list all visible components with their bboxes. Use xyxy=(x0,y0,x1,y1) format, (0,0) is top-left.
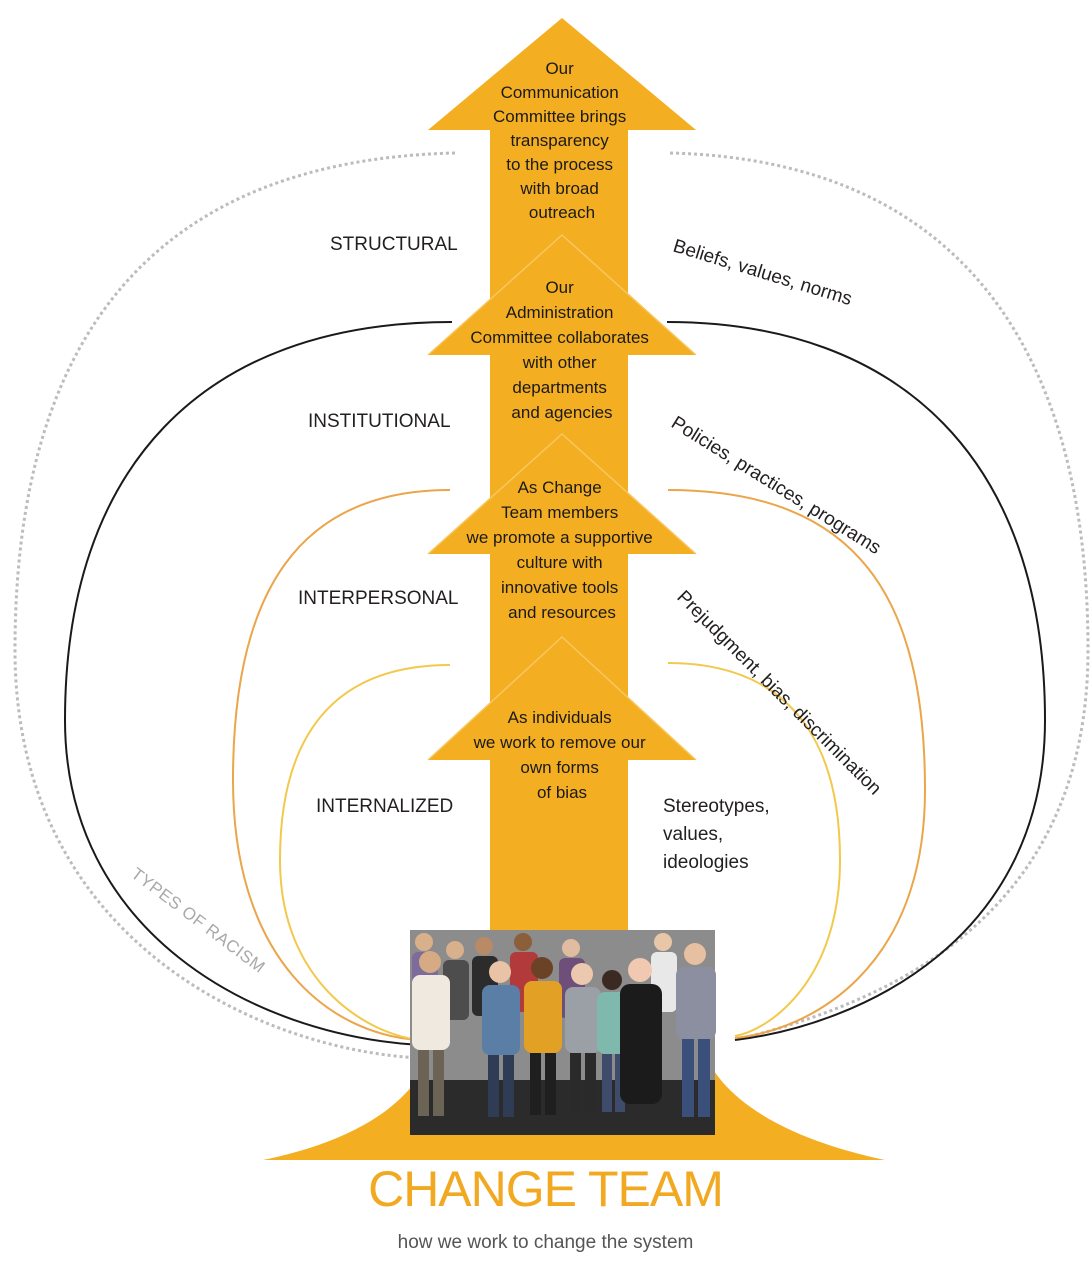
arrow-line: to the process xyxy=(506,155,613,174)
arrowhead-institutional xyxy=(428,235,696,440)
level-label-institutional: INSTITUTIONAL xyxy=(308,411,451,432)
arrow-line: own forms xyxy=(520,758,598,777)
arrow-line: As individuals xyxy=(508,708,612,727)
arrow-line: culture with xyxy=(517,553,603,572)
arrow-line: of bias xyxy=(537,783,587,802)
arrow-text-interpersonal: As Change Team members we promote a supp… xyxy=(466,478,658,622)
internalized-arc-right xyxy=(667,662,842,1037)
level-label-structural: STRUCTURAL xyxy=(330,234,458,255)
arrowhead-interpersonal xyxy=(428,434,696,640)
arrow-line: we promote a supportive xyxy=(466,528,653,547)
types-of-racism-label: TYPES OF RACISM xyxy=(128,864,269,977)
interpersonal-arc xyxy=(231,489,451,1041)
arrow-line: innovative tools xyxy=(501,578,618,597)
arrow-line: with broad xyxy=(519,179,598,198)
arrow-line: Our xyxy=(545,278,574,297)
description-interpersonal: Prejudgment, bias, discrimination xyxy=(672,587,885,800)
arrow-line: transparency xyxy=(510,131,609,150)
description-line: Stereotypes, xyxy=(663,796,770,817)
arrow-line: Committee collaborates xyxy=(470,328,649,347)
arrowhead-outline-institutional xyxy=(427,233,697,356)
arrow-line: Communication xyxy=(501,83,619,102)
arrow-line: Team members xyxy=(501,503,618,522)
diagram-subtitle: how we work to change the system xyxy=(397,1232,694,1253)
arrow-text-structural: Our Communication Committee brings trans… xyxy=(493,59,631,222)
interpersonal-arc-right xyxy=(667,489,927,1039)
arrow-line: outreach xyxy=(529,203,595,222)
team-photo-icon xyxy=(410,930,716,1135)
description-institutional: Policies, practices, programs xyxy=(667,412,884,559)
arrow-line: departments xyxy=(512,378,607,397)
level-label-internalized: INTERNALIZED xyxy=(316,796,453,817)
arrowhead-internalized xyxy=(428,637,696,830)
arrow-line: and agencies xyxy=(511,403,612,422)
level-label-interpersonal: INTERPERSONAL xyxy=(298,588,458,609)
photo-floor xyxy=(410,1080,715,1135)
description-internalized: Stereotypes, values, ideologies xyxy=(663,796,775,873)
arrow-line: with other xyxy=(522,353,597,372)
person-figures-front xyxy=(412,943,716,1117)
arrow-line: and resources xyxy=(508,603,616,622)
arrowhead-structural xyxy=(428,18,696,230)
arrowhead-outline-interpersonal xyxy=(427,432,697,555)
arrow-line: we work to remove our xyxy=(473,733,646,752)
description-structural: Beliefs, values, norms xyxy=(671,236,855,310)
arrow-text-institutional: Our Administration Committee collaborate… xyxy=(470,278,653,422)
description-line: values, xyxy=(663,824,723,845)
institutional-arc xyxy=(63,321,453,1046)
diagram-title: CHANGE TEAM xyxy=(368,1161,724,1217)
structural-arc-right xyxy=(669,151,1090,1042)
arrow-line: As Change xyxy=(518,478,602,497)
arrow-line: Administration xyxy=(506,303,614,322)
arrow-line: Committee brings xyxy=(493,107,626,126)
arrow-line: Our xyxy=(545,59,574,78)
arrowhead-outline-internalized xyxy=(427,635,697,761)
arrow-text-internalized: As individuals we work to remove our own… xyxy=(473,708,651,802)
institutional-arc-right xyxy=(666,321,1047,1041)
internalized-arc xyxy=(278,664,451,1041)
description-line: ideologies xyxy=(663,852,749,873)
